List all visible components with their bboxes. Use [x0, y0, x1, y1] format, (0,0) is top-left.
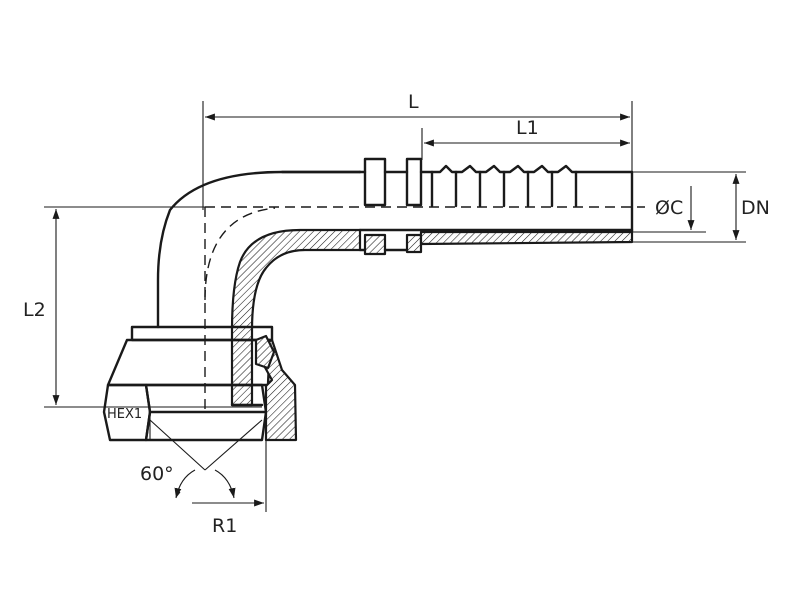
label-L2: L2: [23, 299, 46, 321]
label-R1: R1: [212, 515, 237, 537]
label-angle: 60°: [140, 463, 174, 485]
dimension-lines: [44, 101, 746, 512]
label-L1: L1: [516, 117, 539, 139]
elbow-body: [156, 170, 362, 329]
ferrule-rings: [363, 157, 423, 256]
center-lines: [204, 206, 645, 410]
label-HEX1: HEX1: [107, 407, 142, 422]
angle-indicator: [149, 419, 263, 499]
section-wall: [230, 228, 362, 407]
label-L: L: [408, 91, 419, 113]
label-OC: ØC: [655, 197, 683, 219]
hose-tail: [358, 164, 634, 252]
swivel-nut: [102, 325, 298, 442]
label-DN: DN: [741, 197, 770, 219]
